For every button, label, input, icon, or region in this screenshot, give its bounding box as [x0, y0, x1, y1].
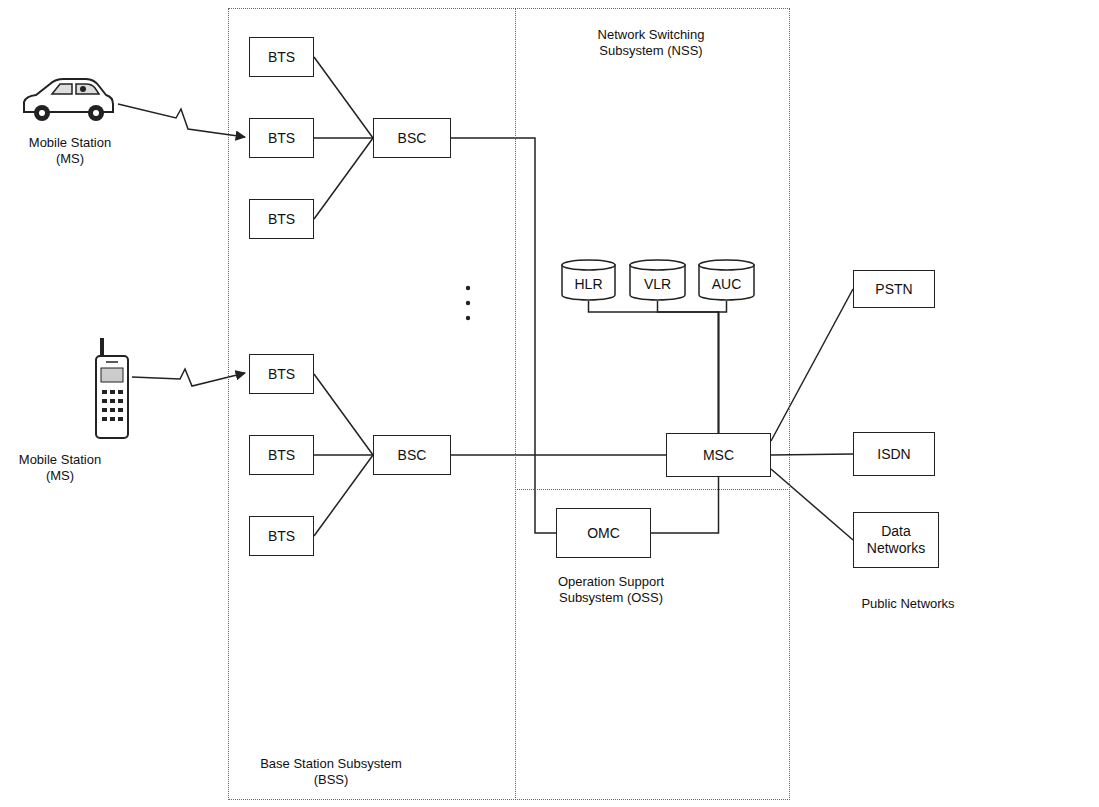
- connector-line: [451, 138, 556, 533]
- component-label: BSC: [398, 130, 427, 147]
- connector-line: [451, 454, 666, 456]
- station-label: Mobile Station (MS): [18, 135, 122, 168]
- subsystem-region: Base Station Subsystem (BSS) BTS BTS BTS BSC…: [228, 8, 516, 800]
- component-label: OMC: [587, 525, 620, 542]
- connector-line: [651, 477, 719, 533]
- car-illustration: [24, 79, 113, 121]
- connector-line: [314, 455, 373, 536]
- component-box: BTS: [249, 199, 314, 239]
- radio-link: [118, 104, 245, 137]
- connector-line: [589, 301, 719, 433]
- component-label: BTS: [268, 130, 295, 147]
- connector-line: [314, 454, 373, 456]
- component-label: BTS: [268, 528, 295, 545]
- connector-line: [658, 301, 719, 433]
- component-box: BTS: [249, 516, 314, 556]
- subsystem-label: Operation Support Subsystem (OSS): [531, 574, 691, 607]
- connector-line: [771, 454, 853, 455]
- subsystem-region: Network Switching Subsystem (NSS) HLR VLR A…: [515, 8, 790, 490]
- component-box: BTS: [249, 435, 314, 475]
- cylinder-top: [630, 260, 685, 270]
- component-label: VLR: [644, 276, 671, 293]
- component-label: BTS: [268, 49, 295, 66]
- component-box: ISDN: [853, 432, 935, 476]
- component-box: MSC: [666, 433, 771, 477]
- component-box: PSTN: [853, 270, 935, 308]
- component-label: BSC: [398, 447, 427, 464]
- ellipsis-dot: [466, 301, 470, 305]
- subsystem-label: Network Switching Subsystem (NSS): [576, 27, 726, 60]
- ellipsis-dot: [466, 316, 470, 320]
- component-box: BSC: [373, 118, 451, 158]
- connector-line: [314, 138, 373, 219]
- component-label: HLR: [574, 276, 602, 293]
- component-box: BSC: [373, 435, 451, 475]
- component-label: MSC: [703, 447, 734, 464]
- subsystem-label: Base Station Subsystem (BSS): [246, 756, 416, 789]
- component-box: Data Networks: [853, 512, 939, 568]
- component-box: BTS: [249, 37, 314, 77]
- network-group-label: Public Networks: [843, 596, 973, 612]
- database-cylinder: HLR: [561, 259, 616, 301]
- database-cylinder: VLR: [629, 259, 686, 301]
- component-box: BTS: [249, 118, 314, 158]
- cylinder-top: [562, 260, 615, 270]
- component-box: OMC: [556, 508, 651, 558]
- connector-line: [719, 301, 727, 433]
- connector-line: [314, 374, 373, 455]
- component-label: BTS: [268, 366, 295, 383]
- subsystem-region: Operation Support Subsystem (OSS) OMC: [515, 489, 790, 800]
- cylinder-top: [699, 260, 754, 270]
- connector-line: [771, 469, 853, 540]
- connector-line: [314, 137, 373, 139]
- component-box: BTS: [249, 354, 314, 394]
- connector-line: [314, 57, 373, 138]
- component-label: PSTN: [875, 281, 912, 298]
- component-label: BTS: [268, 211, 295, 228]
- database-cylinder: AUC: [698, 259, 755, 301]
- ellipsis-dot: [466, 286, 470, 290]
- component-label: BTS: [268, 447, 295, 464]
- connector-line: [771, 289, 853, 441]
- component-label: ISDN: [877, 446, 910, 463]
- component-label: AUC: [712, 276, 742, 293]
- component-label: Data Networks: [860, 523, 932, 557]
- station-label: Mobile Station (MS): [8, 452, 112, 485]
- phone-illustration: [96, 338, 128, 438]
